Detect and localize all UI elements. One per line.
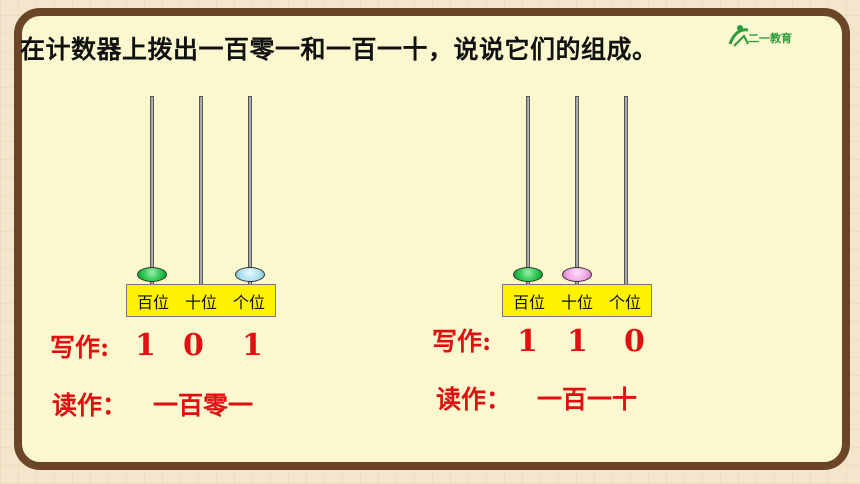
place-value-base: 百位 十位 个位 <box>126 284 276 317</box>
bead-hundreds <box>513 267 543 282</box>
digit-tens-right: 1 <box>567 324 588 359</box>
abacus-left: 百位 十位 个位 <box>126 96 276 336</box>
place-label-hundreds: 百位 <box>136 292 169 312</box>
bead-tens <box>562 267 592 282</box>
rod-tens <box>575 96 579 286</box>
place-label-tens: 十位 <box>560 292 593 312</box>
digit-hundreds-right: 1 <box>517 324 538 359</box>
digit-hundreds-left: 1 <box>135 328 156 363</box>
bead-ones <box>235 267 265 282</box>
digit-ones-right: 0 <box>624 324 645 359</box>
write-label-left: 写作: <box>50 333 110 362</box>
question-title: 在计数器上拨出一百零一和一百一十，说说它们的组成。 <box>20 35 658 64</box>
read-value-left: 一百零一 <box>153 391 254 420</box>
place-label-ones: 个位 <box>232 292 265 312</box>
abacus-right: 百位 十位 个位 <box>502 96 652 336</box>
rod-ones <box>624 96 628 286</box>
read-label-left: 读作： <box>52 391 128 420</box>
digit-ones-left: 1 <box>242 328 263 363</box>
bead-hundreds <box>137 267 167 282</box>
read-label-right: 读作： <box>436 385 512 414</box>
place-label-hundreds: 百位 <box>512 292 545 312</box>
rod-ones <box>248 96 252 286</box>
place-label-tens: 十位 <box>184 292 217 312</box>
rod-tens <box>199 96 203 286</box>
place-label-ones: 个位 <box>608 292 641 312</box>
digit-tens-left: 0 <box>183 328 204 363</box>
rod-hundreds <box>150 96 154 286</box>
logo-icon <box>728 25 749 47</box>
read-value-right: 一百一十 <box>537 385 638 414</box>
rod-hundreds <box>526 96 530 286</box>
write-label-right: 写作: <box>432 327 492 356</box>
place-value-base: 百位 十位 个位 <box>502 284 652 317</box>
logo-text: 二一教育 <box>748 32 792 45</box>
